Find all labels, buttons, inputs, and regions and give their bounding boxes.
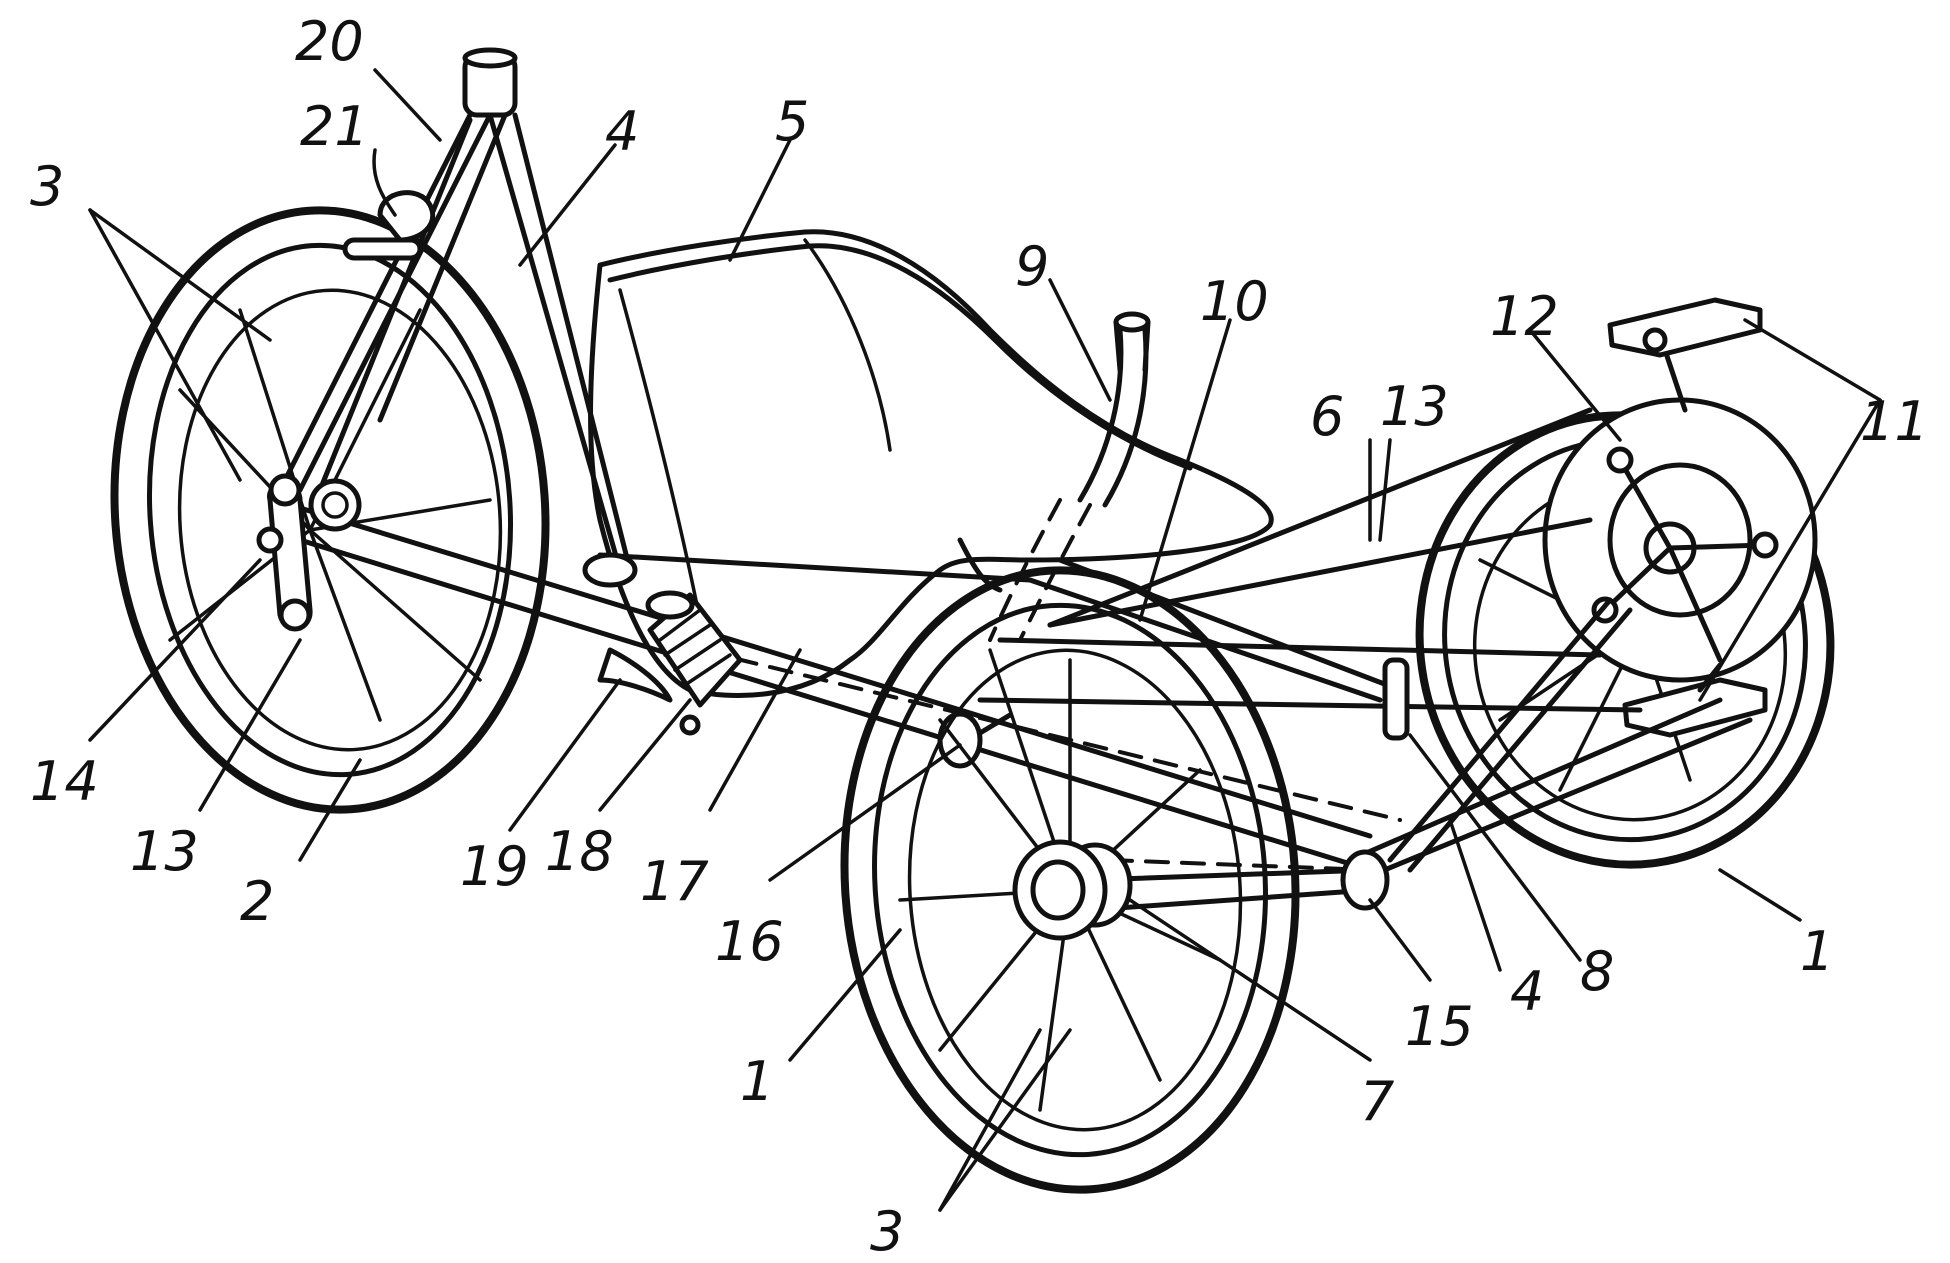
label-12: 12	[1490, 285, 1559, 348]
label-5: 5	[775, 90, 809, 153]
crank-chainring	[1542, 297, 1818, 738]
label-14: 14	[30, 750, 99, 813]
label-4-bottom: 4	[1510, 960, 1544, 1023]
label-1-front: 1	[740, 1050, 774, 1113]
label-11: 11	[1860, 390, 1929, 453]
seat	[588, 229, 1274, 699]
label-19: 19	[460, 835, 529, 898]
front-right-wheel	[840, 566, 1300, 1194]
drive-motor	[582, 552, 743, 736]
label-1-rear: 1	[1800, 920, 1834, 983]
label-16: 16	[715, 910, 784, 973]
label-3-bottom: 3	[870, 1200, 904, 1263]
label-20: 20	[295, 10, 364, 73]
front-left-wheel	[110, 206, 550, 814]
label-17: 17	[640, 850, 709, 913]
label-13-left: 13	[130, 820, 199, 883]
label-3-left: 3	[30, 155, 64, 218]
steering-head	[256, 47, 633, 632]
label-6: 6	[1310, 385, 1344, 448]
label-18: 18	[545, 820, 614, 883]
label-7: 7	[1360, 1070, 1394, 1133]
label-2: 2	[240, 870, 274, 933]
handlebar	[988, 311, 1151, 642]
reference-numerals: 20 21 3 4 5 9 10 12 6 13 11 14 13 2 19 1…	[30, 10, 1929, 1263]
label-15: 15	[1405, 995, 1474, 1058]
label-13-right: 13	[1380, 375, 1449, 438]
leader-lines	[88, 68, 1882, 1212]
label-10: 10	[1200, 270, 1269, 333]
label-4-top: 4	[605, 100, 639, 163]
label-9: 9	[1015, 235, 1049, 298]
label-21: 21	[300, 95, 369, 158]
label-8: 8	[1580, 940, 1614, 1003]
